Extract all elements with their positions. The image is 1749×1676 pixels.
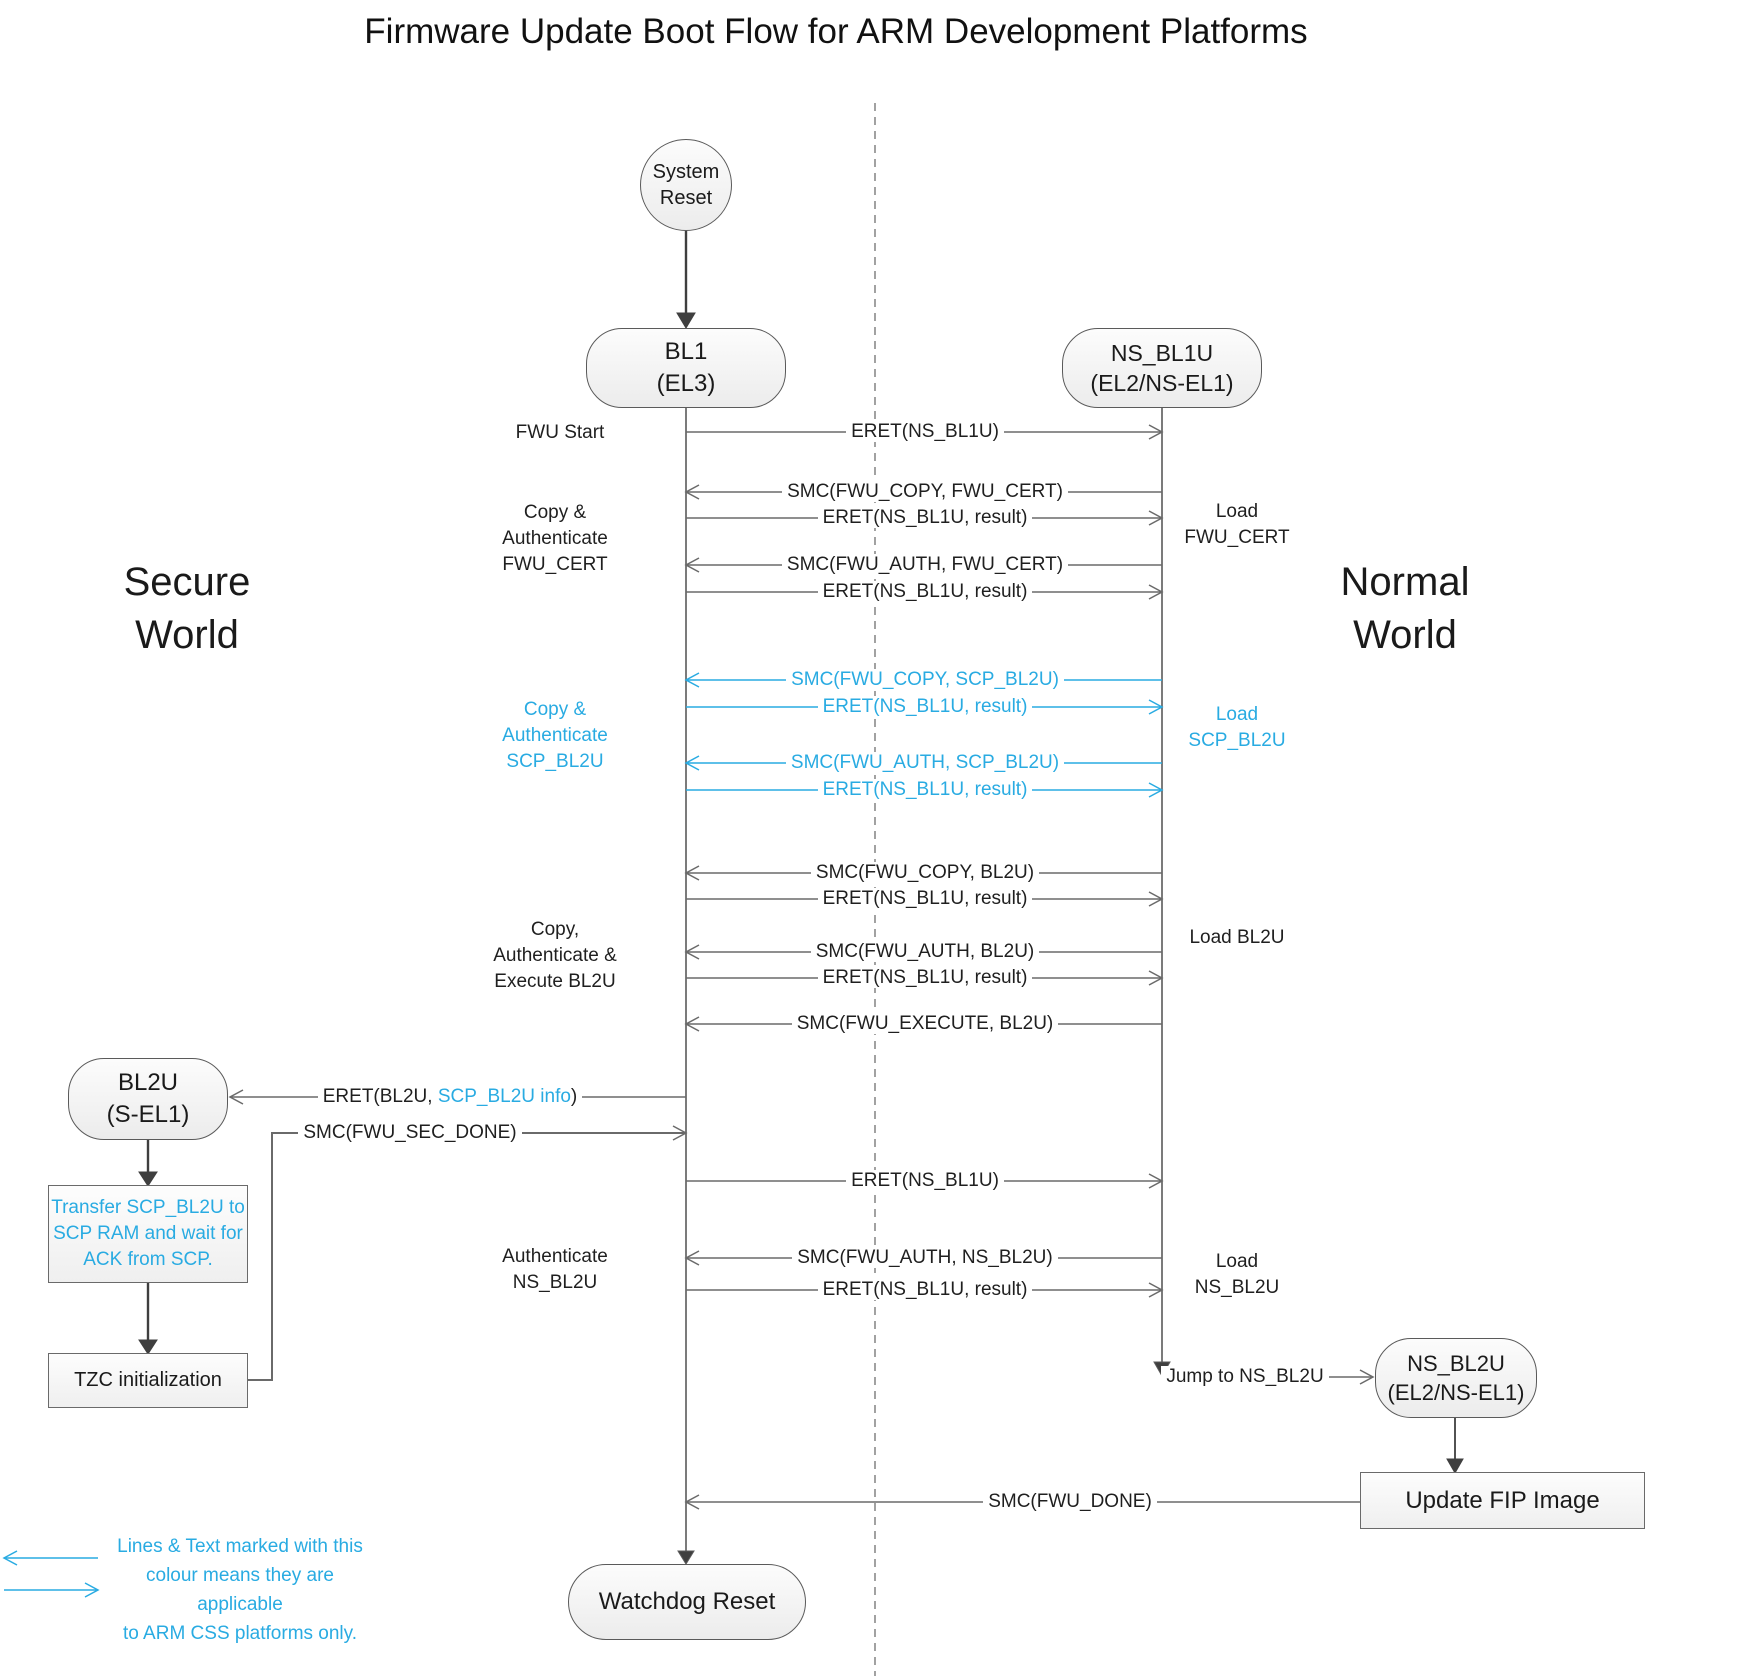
stage-load-ns-bl2u: Load NS_BL2U bbox=[1194, 1251, 1280, 1298]
message-label-8: ERET(NS_BL1U, result) bbox=[760, 779, 1090, 801]
transfer-tzc-arrow bbox=[139, 1283, 157, 1354]
node-bl2u: BL2U (S-EL1) bbox=[68, 1058, 228, 1140]
message-label-3: SMC(FWU_AUTH, FWU_CERT) bbox=[760, 554, 1090, 576]
bl1-lifeline bbox=[678, 408, 694, 1564]
message-label-15: SMC(FWU_SEC_DONE) bbox=[270, 1122, 550, 1144]
system-reset-arrow bbox=[677, 231, 695, 328]
message-label-18: ERET(NS_BL1U, result) bbox=[760, 1279, 1090, 1301]
box-transfer-scp: Transfer SCP_BL2U to SCP RAM and wait fo… bbox=[48, 1185, 248, 1283]
secure-world-label: Secure World bbox=[123, 560, 251, 657]
message-label-16: ERET(NS_BL1U) bbox=[760, 1170, 1090, 1192]
box-update-fip: Update FIP Image bbox=[1360, 1472, 1645, 1529]
message-label-20: SMC(FWU_DONE) bbox=[945, 1491, 1195, 1513]
ns-bl1u-lifeline bbox=[1154, 408, 1170, 1376]
message-label-10: ERET(NS_BL1U, result) bbox=[760, 888, 1090, 910]
ns-bl2u-fip-arrow bbox=[1447, 1418, 1463, 1473]
node-ns-bl1u: NS_BL1U (EL2/NS-EL1) bbox=[1062, 328, 1262, 408]
stage-load-scp-bl2u: Load SCP_BL2U bbox=[1188, 704, 1286, 751]
stage-copy-auth-scp-bl2u: Copy & Authenticate SCP_BL2U bbox=[502, 699, 608, 772]
message-label-14: ERET(BL2U, SCP_BL2U info) bbox=[260, 1086, 640, 1108]
message-label-2: ERET(NS_BL1U, result) bbox=[760, 507, 1090, 529]
stage-fwu-start: FWU Start bbox=[515, 422, 605, 443]
message-label-9: SMC(FWU_COPY, BL2U) bbox=[760, 862, 1090, 884]
message-label-6: ERET(NS_BL1U, result) bbox=[760, 696, 1090, 718]
stage-load-fwu-cert: Load FWU_CERT bbox=[1184, 501, 1290, 548]
message-label-19: Jump to NS_BL2U bbox=[1155, 1366, 1335, 1388]
box-tzc-init: TZC initialization bbox=[48, 1353, 248, 1408]
legend-blue-arrows bbox=[4, 1551, 98, 1597]
message-label-0: ERET(NS_BL1U) bbox=[760, 421, 1090, 443]
stage-copy-auth-exec-bl2u: Copy, Authenticate & Execute BL2U bbox=[493, 919, 617, 992]
node-watchdog-reset: Watchdog Reset bbox=[568, 1564, 806, 1640]
message-label-7: SMC(FWU_AUTH, SCP_BL2U) bbox=[760, 752, 1090, 774]
normal-world-label: Normal World bbox=[1340, 560, 1470, 657]
node-bl1: BL1 (EL3) bbox=[586, 328, 786, 408]
legend-note: Lines & Text marked with this colour mea… bbox=[117, 1536, 363, 1644]
message-label-11: SMC(FWU_AUTH, BL2U) bbox=[760, 941, 1090, 963]
message-label-1: SMC(FWU_COPY, FWU_CERT) bbox=[760, 481, 1090, 503]
bl2u-transfer-arrow bbox=[139, 1140, 157, 1186]
message-label-12: ERET(NS_BL1U, result) bbox=[760, 967, 1090, 989]
stage-auth-ns-bl2u: Authenticate NS_BL2U bbox=[502, 1246, 608, 1293]
message-label-13: SMC(FWU_EXECUTE, BL2U) bbox=[760, 1013, 1090, 1035]
message-label-5: SMC(FWU_COPY, SCP_BL2U) bbox=[760, 669, 1090, 691]
node-system-reset: System Reset bbox=[640, 139, 732, 231]
message-label-17: SMC(FWU_AUTH, NS_BL2U) bbox=[760, 1247, 1090, 1269]
node-ns-bl2u: NS_BL2U (EL2/NS-EL1) bbox=[1375, 1338, 1537, 1418]
stage-load-bl2u: Load BL2U bbox=[1189, 927, 1285, 948]
message-label-4: ERET(NS_BL1U, result) bbox=[760, 581, 1090, 603]
stage-copy-auth-fwu-cert: Copy & Authenticate FWU_CERT bbox=[502, 502, 608, 575]
message-14-highlight: SCP_BL2U info bbox=[437, 1086, 571, 1107]
diagram-title: Firmware Update Boot Flow for ARM Develo… bbox=[364, 12, 1308, 51]
